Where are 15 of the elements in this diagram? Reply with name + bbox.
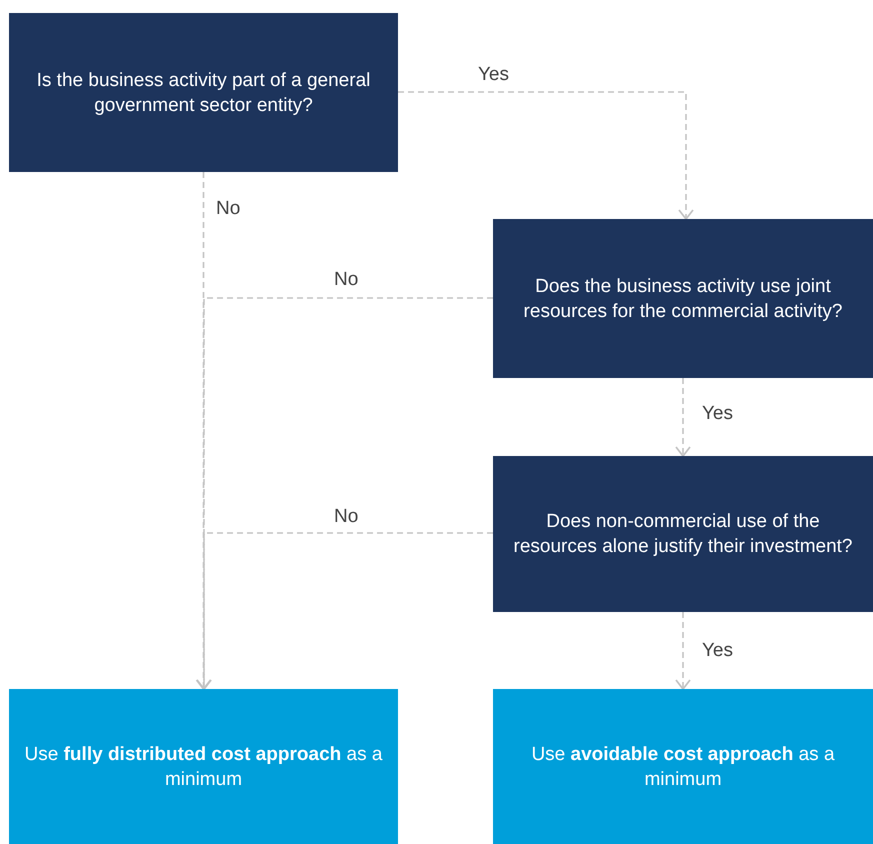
dashed-arrow bbox=[196, 532, 493, 690]
dashed-arrow bbox=[196, 172, 212, 690]
decision-box bbox=[9, 13, 398, 172]
box-text: Is the business activity part of a general government sector entity? bbox=[36, 68, 372, 118]
dashed-arrow bbox=[398, 91, 694, 220]
box-text: Use fully distributed cost approach as a minimum bbox=[24, 742, 384, 792]
dashed-arrow bbox=[675, 612, 691, 690]
decision-box bbox=[493, 456, 873, 612]
dashed-arrow bbox=[675, 378, 691, 457]
box-text: Does non-commercial use of the resources alone justify their investment? bbox=[512, 510, 854, 559]
decision-box bbox=[493, 219, 873, 378]
result-box bbox=[493, 689, 873, 844]
box-text: Use avoidable cost approach as a minimum bbox=[530, 742, 836, 792]
box-text: Does the business activity use joint resources for the commercial activity? bbox=[522, 274, 844, 324]
result-box bbox=[9, 689, 398, 844]
